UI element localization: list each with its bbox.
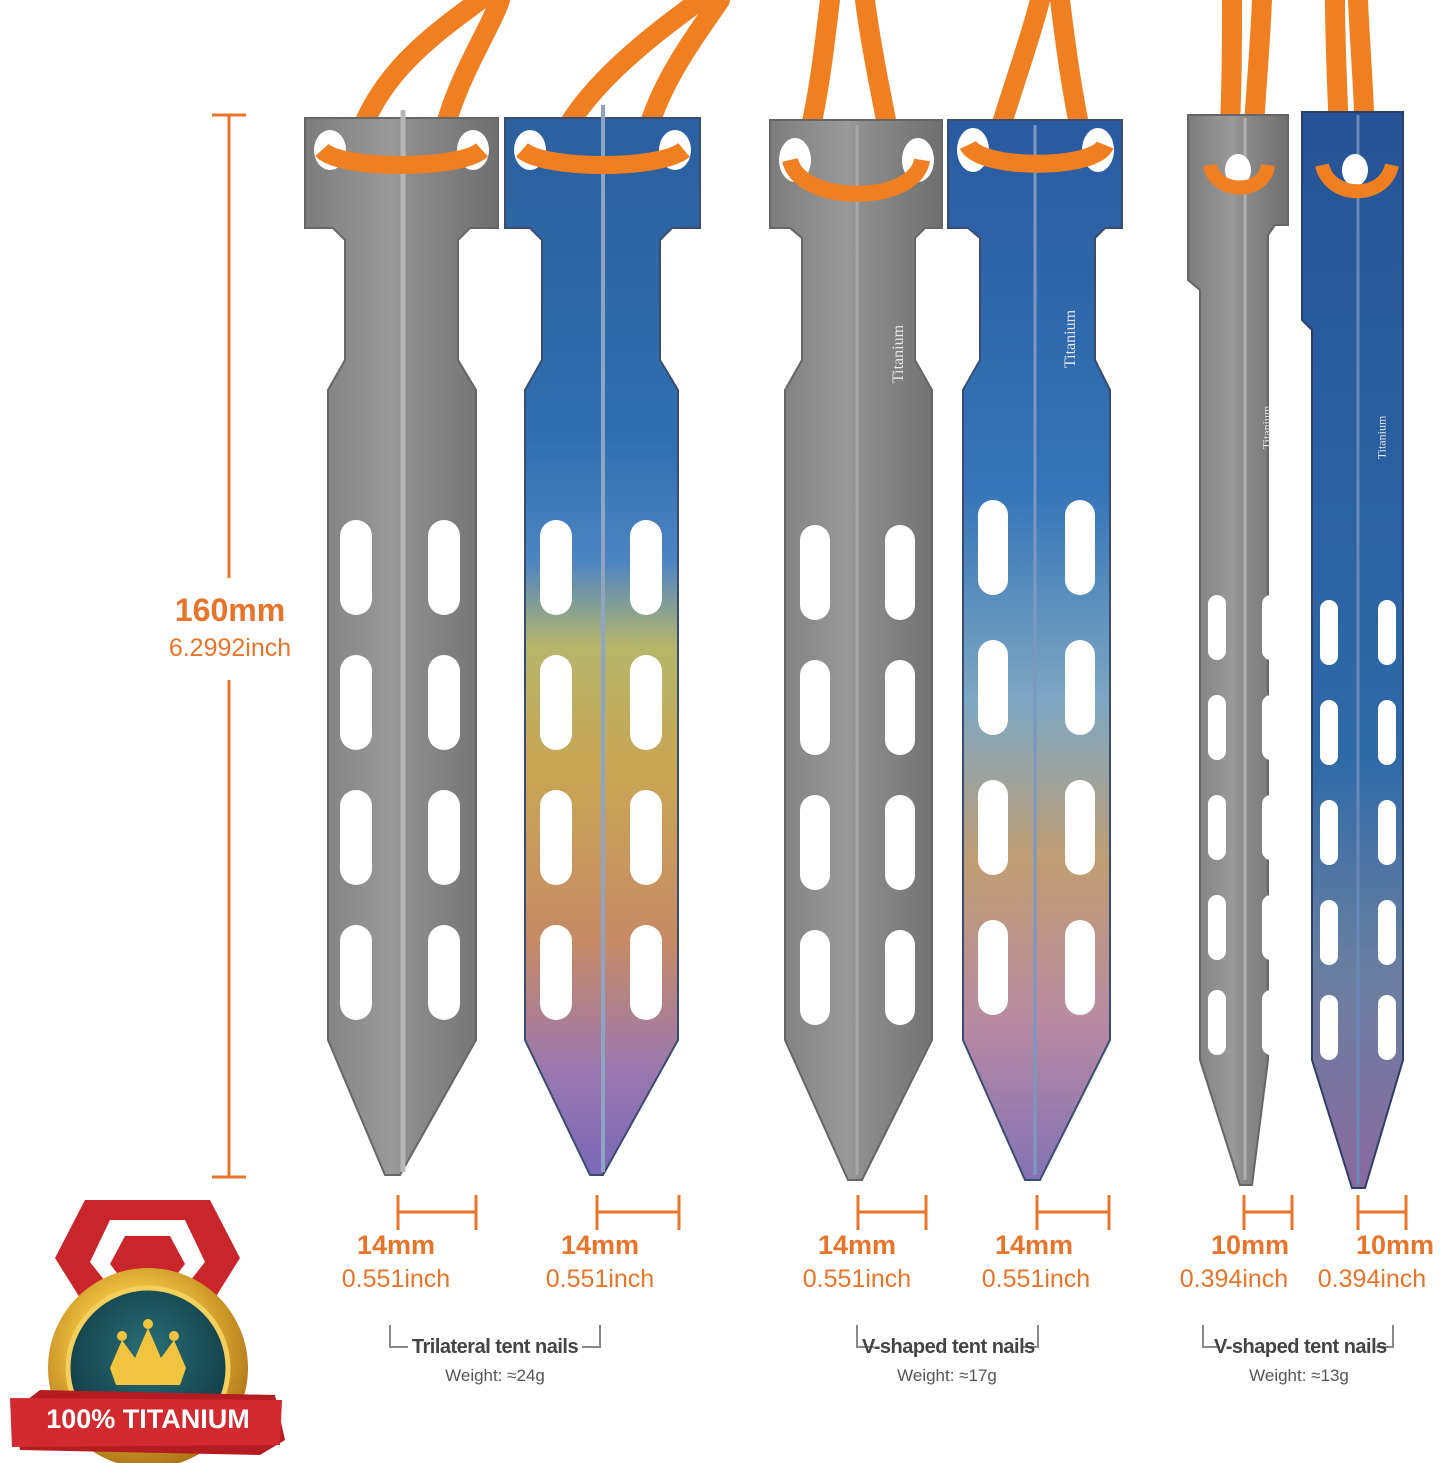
stake-2-width-mm: 14mm (560, 1230, 640, 1260)
stake-trilateral-anodized (504, 105, 701, 1176)
engraving-stake-6: Titanium (1374, 415, 1389, 460)
height-measure-line (212, 113, 246, 1179)
group-3-name: V-shaped tent nails (1214, 1336, 1387, 1358)
titanium-medal-badge (10, 1200, 285, 1463)
group-brackets (389, 1325, 1394, 1348)
group-3-weight: Weight: ≈13g (1249, 1366, 1349, 1385)
engraving-stake-4: Titanium (1062, 309, 1080, 369)
badge-label: 100% TITANIUM (46, 1404, 250, 1434)
stake-small-anodized (1301, 111, 1404, 1189)
stake-3-width-inch: 0.551inch (802, 1265, 912, 1293)
stake-small-gray (1187, 114, 1289, 1186)
group-2-weight: Weight: ≈17g (897, 1366, 997, 1385)
engraving-stake-5: Titanium (1259, 405, 1274, 450)
stake-2-width-inch: 0.551inch (545, 1265, 655, 1293)
height-inch-label: 6.2992inch (168, 634, 292, 662)
stake-4-width-mm: 14mm (994, 1230, 1074, 1260)
stake-trilateral-gray (304, 110, 499, 1176)
stake-3-width-mm: 14mm (817, 1230, 897, 1260)
group-1-weight: Weight: ≈24g (445, 1366, 545, 1385)
stake-5-width-inch: 0.394inch (1179, 1265, 1289, 1293)
group-2-name: V-shaped tent nails (862, 1336, 1035, 1358)
height-mm-label: 160mm (174, 592, 286, 628)
width-brackets (396, 1195, 1408, 1230)
stake-1-width-inch: 0.551inch (341, 1265, 451, 1293)
stake-5-width-mm: 10mm (1210, 1230, 1290, 1260)
stake-v-anodized (947, 119, 1123, 1181)
engraving-stake-3: Titanium (890, 324, 908, 384)
stake-4-width-inch: 0.551inch (981, 1265, 1091, 1293)
stake-6-width-inch: 0.394inch (1317, 1265, 1427, 1293)
stake-6-width-mm: 10mm (1355, 1230, 1435, 1260)
stake-v-gray (769, 119, 943, 1181)
group-1-name: Trilateral tent nails (411, 1336, 579, 1358)
stake-1-width-mm: 14mm (356, 1230, 436, 1260)
